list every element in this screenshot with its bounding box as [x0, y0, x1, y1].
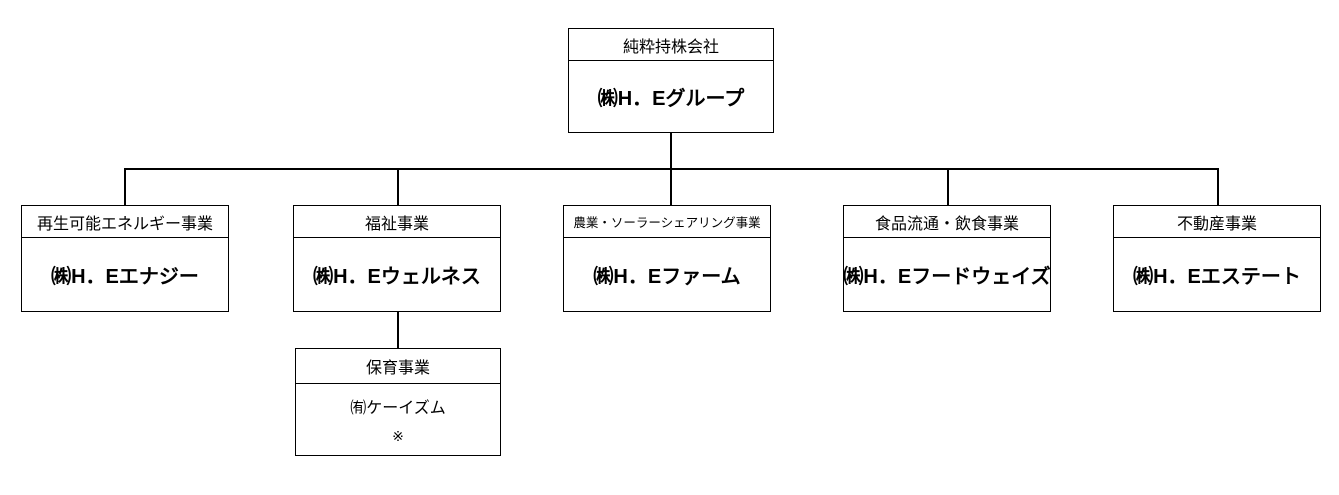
node-agriculture-solar-sharing-name: ㈱H．Eファーム	[593, 266, 741, 288]
node-food-distribution-category: 食品流通・飲食事業	[844, 206, 1050, 238]
connector-drop-welfare	[397, 168, 399, 205]
node-agriculture-solar-sharing: 農業・ソーラーシェアリング事業 ㈱H．Eファーム	[563, 205, 771, 312]
node-holding-company-category: 純粋持株会社	[569, 29, 773, 61]
node-renewable-energy-category: 再生可能エネルギー事業	[22, 206, 228, 238]
node-holding-company: 純粋持株会社 ㈱H．Eグループ	[568, 28, 774, 133]
node-real-estate-category: 不動産事業	[1114, 206, 1320, 238]
connector-drop-foodways	[947, 168, 949, 205]
node-welfare: 福祉事業 ㈱H．Eウェルネス	[293, 205, 501, 312]
node-real-estate-name: ㈱H．Eエステート	[1133, 266, 1301, 288]
node-welfare-name: ㈱H．Eウェルネス	[313, 266, 481, 288]
node-nursery-note: ※	[392, 428, 404, 444]
connector-welfare-to-nursery	[397, 312, 399, 348]
node-welfare-category: 福祉事業	[294, 206, 500, 238]
connector-drop-energy	[124, 168, 126, 205]
node-nursery-category: 保育事業	[296, 349, 500, 384]
connector-drop-estate	[1217, 168, 1219, 205]
node-food-distribution: 食品流通・飲食事業 ㈱H．Eフードウェイズ	[843, 205, 1051, 312]
node-nursery-body: ㈲ケーイズム ※	[296, 384, 500, 455]
node-renewable-energy-name: ㈱H．Eエナジー	[51, 266, 199, 288]
node-nursery-name: ㈲ケーイズム	[350, 400, 446, 417]
connector-horizontal-main	[124, 168, 1218, 170]
node-nursery: 保育事業 ㈲ケーイズム ※	[295, 348, 501, 456]
node-real-estate: 不動産事業 ㈱H．Eエステート	[1113, 205, 1321, 312]
node-food-distribution-name: ㈱H．Eフードウェイズ	[844, 266, 1050, 288]
node-agriculture-solar-sharing-category: 農業・ソーラーシェアリング事業	[564, 206, 770, 238]
node-renewable-energy: 再生可能エネルギー事業 ㈱H．Eエナジー	[21, 205, 229, 312]
node-holding-company-name: ㈱H．Eグループ	[597, 88, 745, 110]
